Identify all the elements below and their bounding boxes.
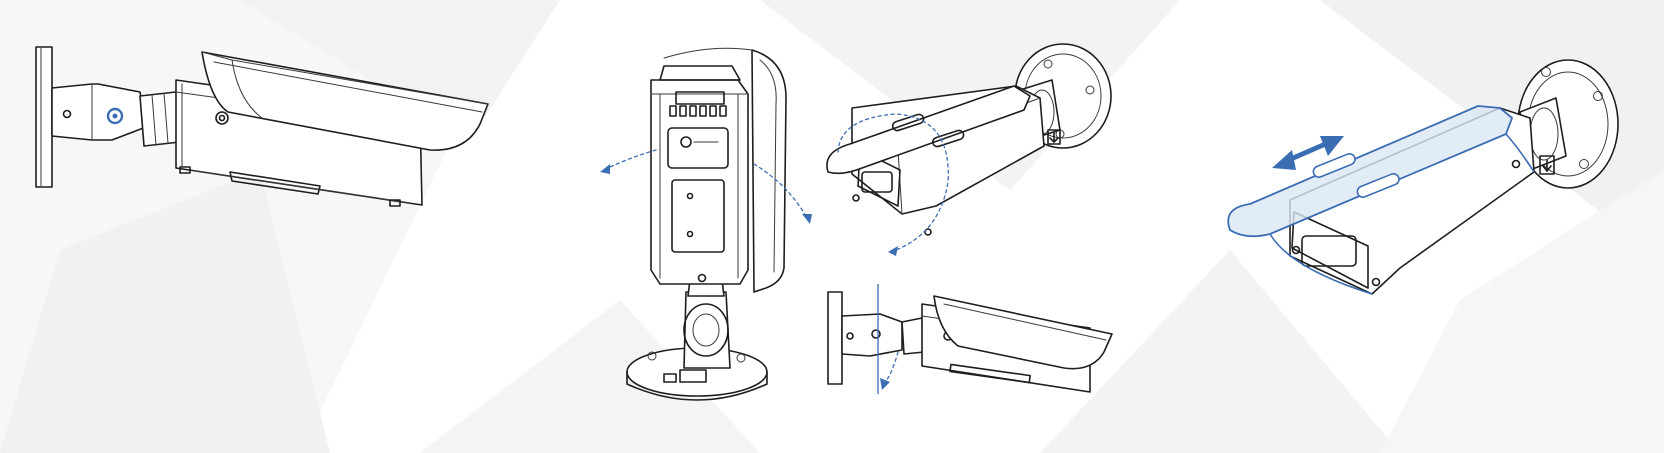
mount-arm <box>51 83 147 141</box>
camera-body-right <box>1289 107 1535 295</box>
rotation-arrow-icon <box>837 113 949 256</box>
panel-sunshield-slide <box>1227 59 1619 295</box>
wall-mount-plate <box>35 46 53 188</box>
sunshield-lower <box>933 295 1113 370</box>
vent-grill <box>669 105 727 117</box>
arrow-down-icon <box>1542 159 1552 172</box>
sunshield-side <box>751 49 787 293</box>
rotation-arrow-icon <box>600 149 812 224</box>
wall-mount-plate-lower <box>827 291 843 385</box>
slide-arrow-icon <box>1272 136 1344 170</box>
panel-pan-rotation <box>600 47 812 401</box>
sunshield-angled <box>826 85 1031 175</box>
panel-tilt-adjustment <box>826 43 1113 394</box>
panel-side-view <box>35 46 489 207</box>
sunshield <box>201 51 489 151</box>
sunshield-highlighted <box>1227 105 1513 238</box>
arrow-down-icon <box>1049 132 1059 143</box>
